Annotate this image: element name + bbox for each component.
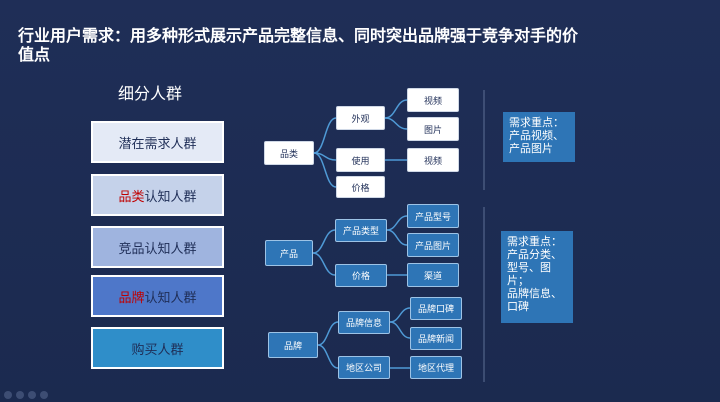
node-price-product: 价格	[335, 264, 387, 287]
note-category-focus: 需求重点： 产品视频、 产品图片	[503, 112, 575, 162]
slide-toolbar	[4, 391, 48, 399]
node-product-image: 产品图片	[407, 233, 459, 257]
segment-buyer: 购买人群	[91, 327, 224, 369]
node-brand-info: 品牌信息	[338, 311, 390, 334]
node-price-category: 价格	[336, 176, 385, 198]
node-product-type: 产品类型	[335, 219, 387, 242]
pen-icon[interactable]	[4, 391, 12, 399]
segment-competitor: 竞品认知人群	[91, 226, 224, 268]
segment-brand: 品牌认知人群	[91, 275, 224, 317]
node-category: 品类	[264, 141, 314, 165]
node-video-appearance: 视频	[407, 88, 459, 112]
node-image-appearance: 图片	[407, 117, 459, 141]
node-brand: 品牌	[268, 332, 318, 358]
node-video-usage: 视频	[407, 148, 459, 172]
node-brand-reputation: 品牌口碑	[410, 297, 462, 320]
note-product-brand-focus: 需求重点： 产品分类、 型号、图 片； 品牌信息、 口碑	[501, 231, 573, 323]
node-product-model: 产品型号	[407, 204, 459, 228]
node-product: 产品	[265, 240, 313, 266]
node-channel: 渠道	[407, 263, 459, 287]
segment-potential: 潜在需求人群	[91, 121, 224, 163]
node-usage: 使用	[336, 148, 385, 172]
node-appearance: 外观	[336, 106, 385, 130]
slides-icon[interactable]	[16, 391, 24, 399]
node-regional-company: 地区公司	[338, 356, 390, 379]
node-regional-agent: 地区代理	[410, 356, 462, 379]
segment-category: 品类认知人群	[91, 174, 224, 216]
more-icon[interactable]	[40, 391, 48, 399]
zoom-icon[interactable]	[28, 391, 36, 399]
node-brand-news: 品牌新闻	[410, 327, 462, 350]
segments-heading: 细分人群	[118, 84, 183, 103]
slide-title: 行业用户需求：用多种形式展示产品完整信息、同时突出品牌强于竞争对手的价值点	[18, 26, 579, 64]
